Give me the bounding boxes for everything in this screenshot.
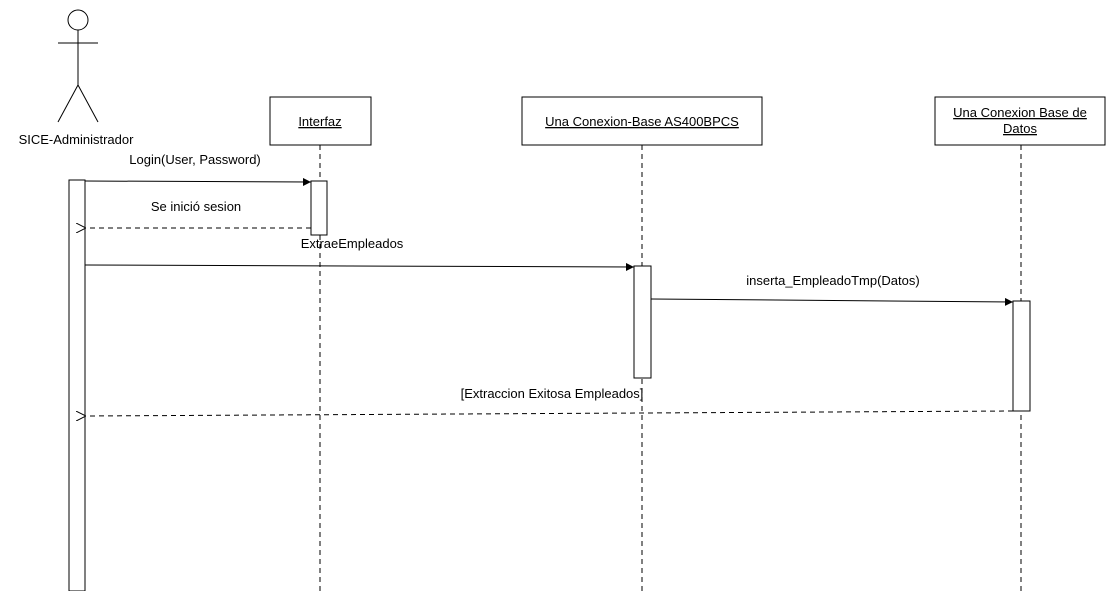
lifeline-bd: Una Conexion Base de Datos <box>934 96 1106 591</box>
message-extraccion-return: [Extraccion Exitosa Empleados] <box>86 386 1014 416</box>
actor-activation-bar <box>68 179 86 591</box>
message-login: Login(User, Password) <box>84 152 312 186</box>
message-extrae-empleados: ExtraeEmpleados <box>84 236 635 271</box>
message-label-inserta-empleado: inserta_EmpleadoTmp(Datos) <box>746 273 919 288</box>
message-label-login: Login(User, Password) <box>129 152 261 167</box>
lifeline-label-bd-line1: Una Conexion Base de <box>953 105 1087 120</box>
lifeline-box-bd <box>934 96 1106 146</box>
activation-bar-as400 <box>633 265 652 379</box>
activation-bar-interfaz <box>310 180 328 236</box>
lifeline-label-interfaz: Interfaz <box>298 114 341 129</box>
message-inserta-empleado: inserta_EmpleadoTmp(Datos) <box>650 273 1014 306</box>
message-label-session-return: Se inició sesion <box>151 199 241 214</box>
actor-name: SICE-Administrador <box>19 132 135 147</box>
lifeline-box-interfaz <box>269 96 372 146</box>
lifeline-label-bd-line2: Datos <box>1003 121 1037 136</box>
message-session-return: Se inició sesion <box>86 199 311 228</box>
lifeline-label-as400: Una Conexion-Base AS400BPCS <box>545 114 739 129</box>
lifeline-interfaz: Interfaz <box>269 96 372 591</box>
message-label-extraccion-return: [Extraccion Exitosa Empleados] <box>461 386 644 401</box>
activation-bar-bd <box>1012 300 1031 412</box>
message-label-extrae-empleados: ExtraeEmpleados <box>301 236 404 251</box>
actor-figure <box>57 9 99 123</box>
lifeline-as400: Una Conexion-Base AS400BPCS <box>521 96 763 591</box>
